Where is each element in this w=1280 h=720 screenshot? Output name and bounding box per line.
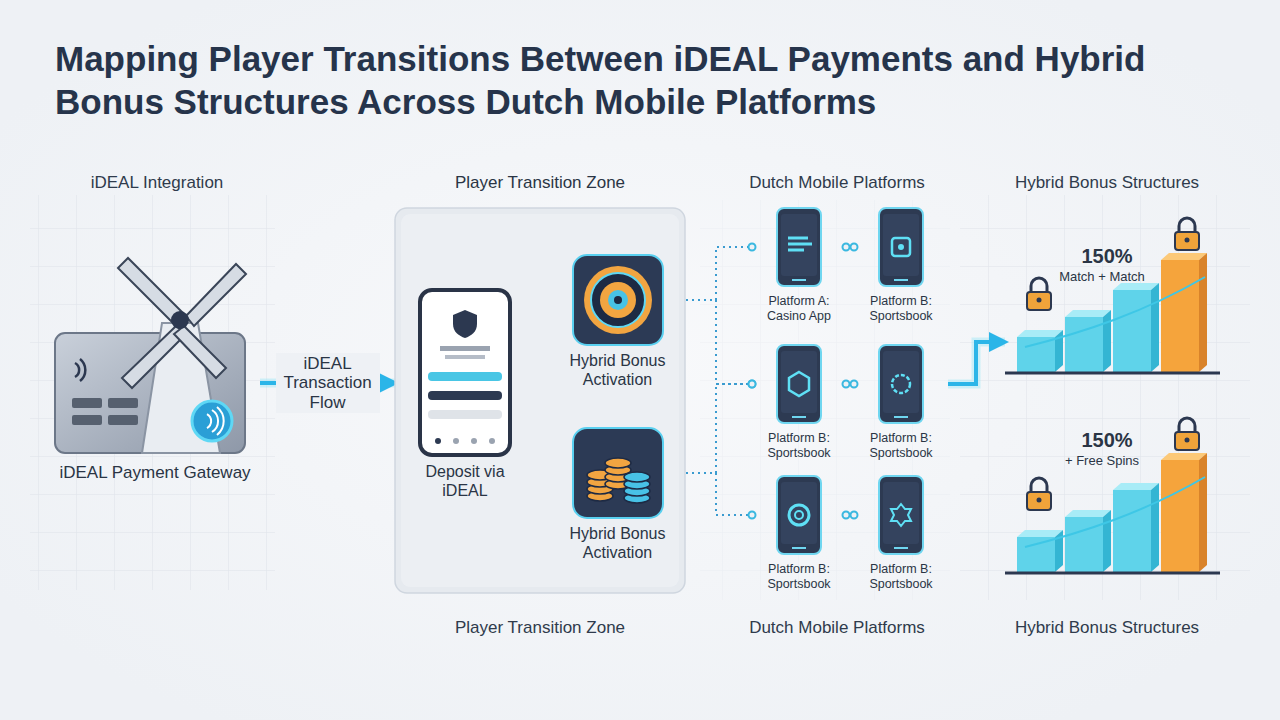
node-label: Platform B: Sportsbook <box>854 294 948 324</box>
section-label: Dutch Mobile Platforms <box>749 618 925 638</box>
node-label: Platform B: Sportsbook <box>854 562 948 592</box>
section-label: Player Transition Zone <box>455 618 625 638</box>
connector-dot <box>851 512 858 519</box>
platform-phone: Platform B: Sportsbook <box>854 476 948 601</box>
connector-dot <box>851 244 858 251</box>
dotted-connector <box>677 470 756 519</box>
connector-dot <box>749 381 756 388</box>
connector-dot <box>749 381 756 388</box>
node-label: Deposit via iDEAL <box>410 462 520 500</box>
bonus-percent: 150% <box>1067 428 1147 452</box>
platform-phone: Platform B: Sportsbook <box>854 345 948 470</box>
section-label: iDEAL Integration <box>91 173 224 193</box>
section-label: Hybrid Bonus Structures <box>1015 618 1199 638</box>
connector-line <box>680 247 752 300</box>
process-node: Hybrid Bonus Activation <box>555 253 680 393</box>
dotted-connector <box>843 381 858 388</box>
section-label: Hybrid Bonus Structures <box>1015 173 1199 193</box>
dotted-connector <box>677 244 756 304</box>
chart-shape <box>1005 400 1225 580</box>
process-node: Hybrid Bonus Activation <box>555 426 680 566</box>
connector-dot <box>749 512 756 519</box>
dotted-connector <box>677 297 756 388</box>
node-label: Hybrid Bonus Activation <box>555 524 680 562</box>
dotted-connector <box>677 381 756 477</box>
diagram-title: Mapping Player Transitions Between iDEAL… <box>55 38 1245 123</box>
flow-arrow <box>948 342 1005 384</box>
bonus-note: + Free Spins <box>1047 453 1157 469</box>
payment-card: iDEAL Payment Gateway <box>50 323 260 498</box>
node-label: Platform A: Casino App <box>752 294 846 324</box>
connector-line <box>680 384 752 473</box>
edge-label: iDEAL Transaction Flow <box>276 353 380 414</box>
connector-line <box>680 300 752 384</box>
node-label: Platform B: Sportsbook <box>752 562 846 592</box>
node-label: iDEAL Payment Gateway <box>50 463 260 483</box>
connector-glow <box>948 342 1005 384</box>
node-label: Hybrid Bonus Activation <box>555 351 680 389</box>
platform-phone: Platform B: Sportsbook <box>854 208 948 333</box>
connector-dot <box>843 381 850 388</box>
platform-phone: Platform B: Sportsbook <box>752 476 846 601</box>
platform-phone: Platform B: Sportsbook <box>752 345 846 470</box>
section-label: Dutch Mobile Platforms <box>749 173 925 193</box>
bonus-chart: 150%+ Free Spins <box>1005 400 1225 580</box>
connector-line <box>680 473 752 515</box>
connector-line <box>948 342 1005 384</box>
bonus-chart: 150%Match + Match <box>1005 222 1225 377</box>
bonus-percent: 150% <box>1067 244 1147 268</box>
connector-dot <box>749 244 756 251</box>
connector-dot <box>851 381 858 388</box>
node-label: Player Transition Zone <box>395 173 685 193</box>
platform-phone: Platform A: Casino App <box>752 208 846 333</box>
dotted-connector <box>843 244 858 251</box>
process-node: Deposit via iDEAL <box>410 288 520 508</box>
bonus-note: Match + Match <box>1047 269 1157 285</box>
transition-panel: Player Transition ZoneDeposit via iDEALH… <box>395 208 685 593</box>
node-label: Platform B: Sportsbook <box>752 431 846 461</box>
node-label: Platform B: Sportsbook <box>854 431 948 461</box>
connector-dot <box>843 244 850 251</box>
dotted-connector <box>843 512 858 519</box>
connector-dot <box>843 512 850 519</box>
